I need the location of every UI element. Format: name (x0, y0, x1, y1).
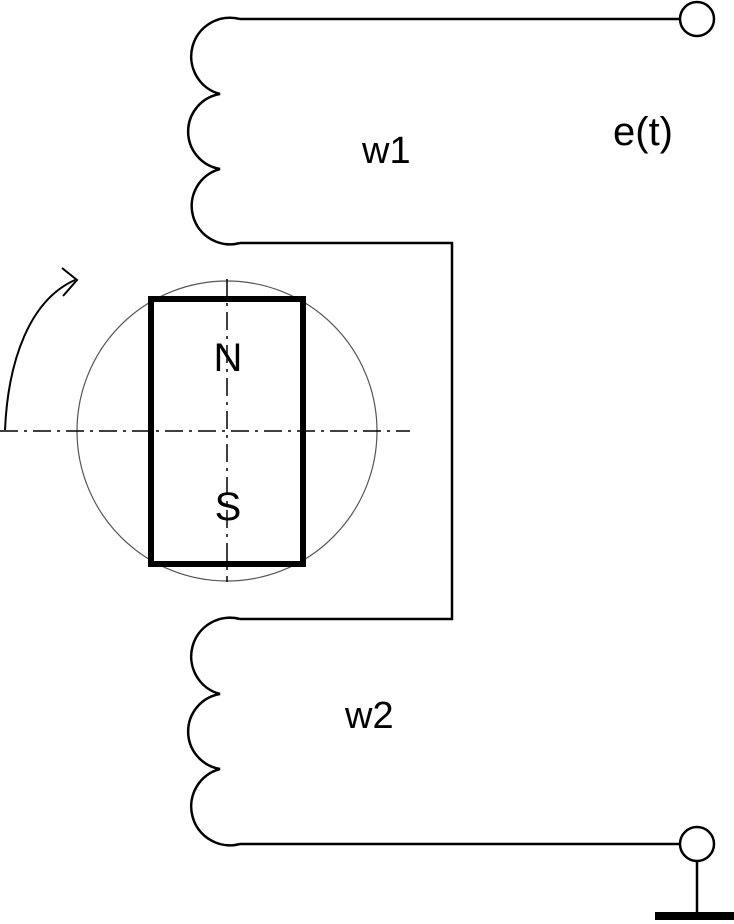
terminal-bottom (678, 825, 716, 863)
winding-w2-label: w2 (344, 695, 394, 737)
curved-arrow-icon (4, 267, 79, 431)
emf-label: e(t) (613, 110, 673, 154)
terminal-top (678, 0, 716, 38)
winding-w1-label: w1 (361, 130, 411, 172)
coil-w2 (186, 616, 241, 847)
coil-w1 (186, 16, 241, 246)
ground-icon (655, 861, 734, 920)
core-connection (240, 241, 454, 621)
north-pole-label: N (214, 336, 243, 380)
south-pole-label: S (215, 485, 242, 529)
